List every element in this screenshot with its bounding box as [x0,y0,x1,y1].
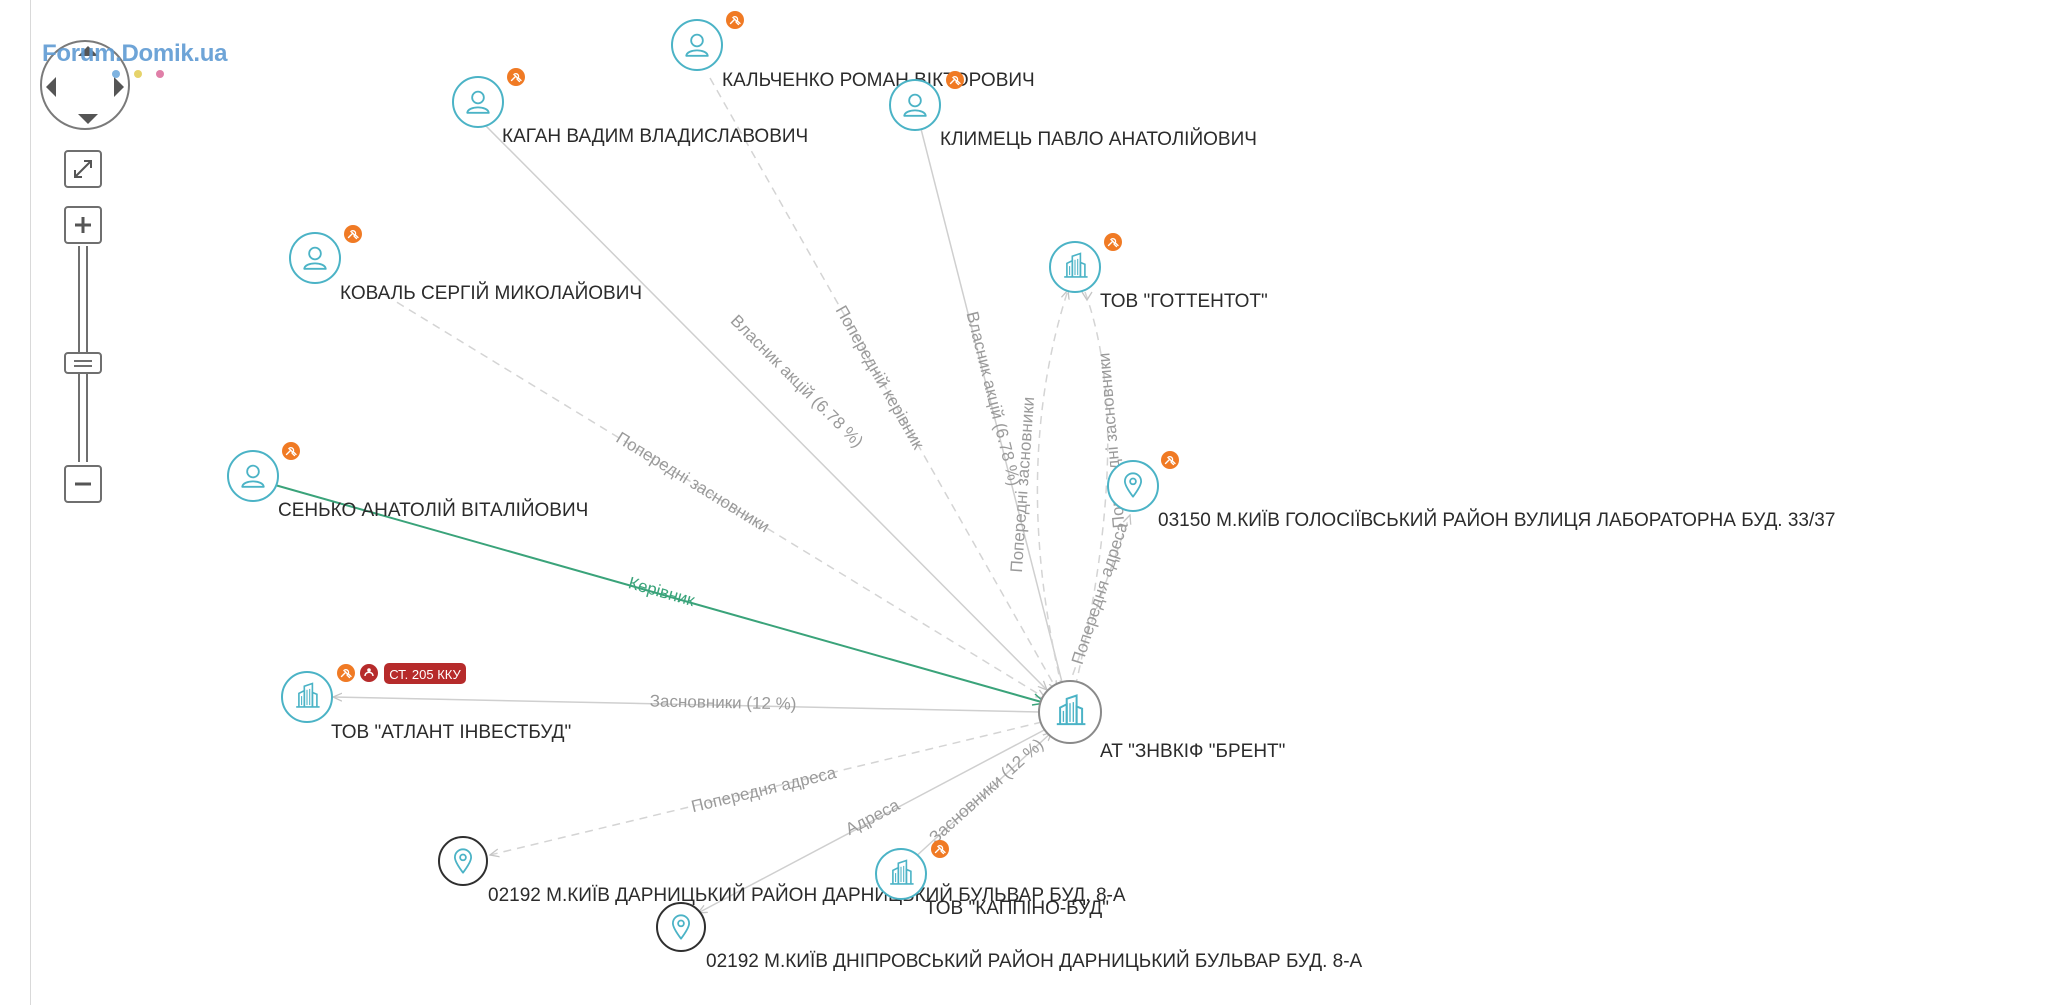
node-addr-dnipro[interactable]: 02192 М.КИЇВ ДНІПРОВСЬКИЙ РАЙОН ДАРНИЦЬК… [656,902,1363,972]
edge-label: Попередні засновники [613,428,773,536]
zoom-out-button[interactable] [64,465,102,503]
pan-up-arrow-icon[interactable] [78,46,98,56]
node-addr-labor[interactable]: 03150 М.КИЇВ ГОЛОСІЇВСЬКИЙ РАЙОН ВУЛИЦЯ … [1107,450,1835,531]
pan-right-arrow-icon[interactable] [114,77,124,97]
watermark-dot [156,70,164,78]
node-kappino[interactable]: ТОВ "КАППІНО-БУД" [875,839,1109,919]
zoom-in-button[interactable] [64,206,102,244]
edge-label: Попередня адреса [1068,519,1132,666]
node-senko[interactable]: СЕНЬКО АНАТОЛІЙ ВІТАЛІЙОВИЧ [227,441,588,521]
node-addr-darn[interactable]: 02192 М.КИЇВ ДАРНИЦЬКИЙ РАЙОН ДАРНИЦЬКИЙ… [438,836,1126,906]
edge-brent-addr-darn[interactable]: Попередня адреса [490,721,1043,855]
node-label: КАЛЬЧЕНКО РОМАН ВІКТОРОВИЧ [722,70,1035,91]
pan-down-arrow-icon[interactable] [78,114,98,124]
node-label: ТОВ "АТЛАНТ ІНВЕСТБУД" [331,722,571,743]
pan-left-arrow-icon[interactable] [46,77,56,97]
plus-icon [75,217,91,233]
node-hottentot[interactable]: ТОВ "ГОТТЕНТОТ" [1049,232,1268,312]
node-label: 02192 М.КИЇВ ДАРНИЦЬКИЙ РАЙОН ДАРНИЦЬКИЙ… [488,884,1126,906]
edge-brent-addr-labor[interactable]: Попередня адреса [1067,515,1132,689]
watermark-logo: Forum.Domik.ua [42,40,228,67]
pan-control[interactable] [40,40,130,130]
watermark-dot [112,70,120,78]
criminal-article-text: СТ. 205 ККУ [389,667,461,682]
edges: Власник акцій (6.78 %) Попередній керівн… [274,77,1132,913]
fit-view-button[interactable] [64,150,102,188]
node-kalchenko[interactable]: КАЛЬЧЕНКО РОМАН ВІКТОРОВИЧ [671,10,1035,91]
node-kagan[interactable]: КАГАН ВАДИМ ВЛАДИСЛАВОВИЧ [452,67,808,147]
minus-icon [75,482,91,486]
node-label: ТОВ "ГОТТЕНТОТ" [1100,291,1268,312]
criminal-badge-icon [359,663,379,683]
node-label: 02192 М.КИЇВ ДНІПРОВСЬКИЙ РАЙОН ДАРНИЦЬК… [706,950,1363,972]
panel-left-border [30,0,31,1005]
zoom-slider-handle[interactable] [64,352,102,374]
key-badge-icon [725,10,745,30]
key-badge-icon [336,663,356,683]
edge-label: Адреса [842,795,903,839]
key-badge-icon [930,839,950,859]
edge-label: Попередня адреса [689,763,838,816]
node-label: ТОВ "КАППІНО-БУД" [925,898,1109,919]
key-badge-icon [1103,232,1123,252]
node-label: АТ "ЗНВКІФ "БРЕНТ" [1100,741,1285,762]
node-label: КАГАН ВАДИМ ВЛАДИСЛАВОВИЧ [502,126,808,147]
edge-kalchenko-brent[interactable]: Попередній керівник [709,77,1057,690]
key-badge-icon [281,441,301,461]
edge-brent-atlant[interactable]: Засновники (12 %) [333,691,1041,714]
node-label: КЛИМЕЦЬ ПАВЛО АНАТОЛІЙОВИЧ [940,128,1257,150]
key-badge-icon [945,70,965,90]
criminal-article-badge [384,663,466,684]
edge-brent-hottentot[interactable]: Попередні засновники [1007,290,1068,689]
node-label: СЕНЬКО АНАТОЛІЙ ВІТАЛІЙОВИЧ [278,499,588,521]
node-atlant[interactable]: СТ. 205 ККУ ТОВ "АТЛАНТ ІНВЕСТБУД" [281,663,571,743]
node-brent[interactable]: АТ "ЗНВКІФ "БРЕНТ" [1038,680,1285,762]
node-koval[interactable]: КОВАЛЬ СЕРГІЙ МИКОЛАЙОВИЧ [289,224,642,304]
edge-label: Засновники (12 %) [925,735,1047,847]
key-badge-icon [343,224,363,244]
node-klymets[interactable]: КЛИМЕЦЬ ПАВЛО АНАТОЛІЙОВИЧ [889,70,1257,150]
edge-label: Керівник [626,573,697,610]
watermark-dots [112,70,164,78]
key-badge-icon [1160,450,1180,470]
edge-kappino-brent[interactable]: Засновники (12 %) [911,732,1052,861]
watermark-dot [134,70,142,78]
key-badge-icon [506,67,526,87]
node-label: КОВАЛЬ СЕРГІЙ МИКОЛАЙОВИЧ [340,282,642,304]
expand-icon [74,160,92,178]
nodes: АТ "ЗНВКІФ "БРЕНТ" КАЛЬЧЕНКО РОМАН ВІКТО… [227,10,1835,972]
node-label: 03150 М.КИЇВ ГОЛОСІЇВСЬКИЙ РАЙОН ВУЛИЦЯ … [1158,509,1835,531]
edge-label: Засновники (12 %) [650,691,797,713]
